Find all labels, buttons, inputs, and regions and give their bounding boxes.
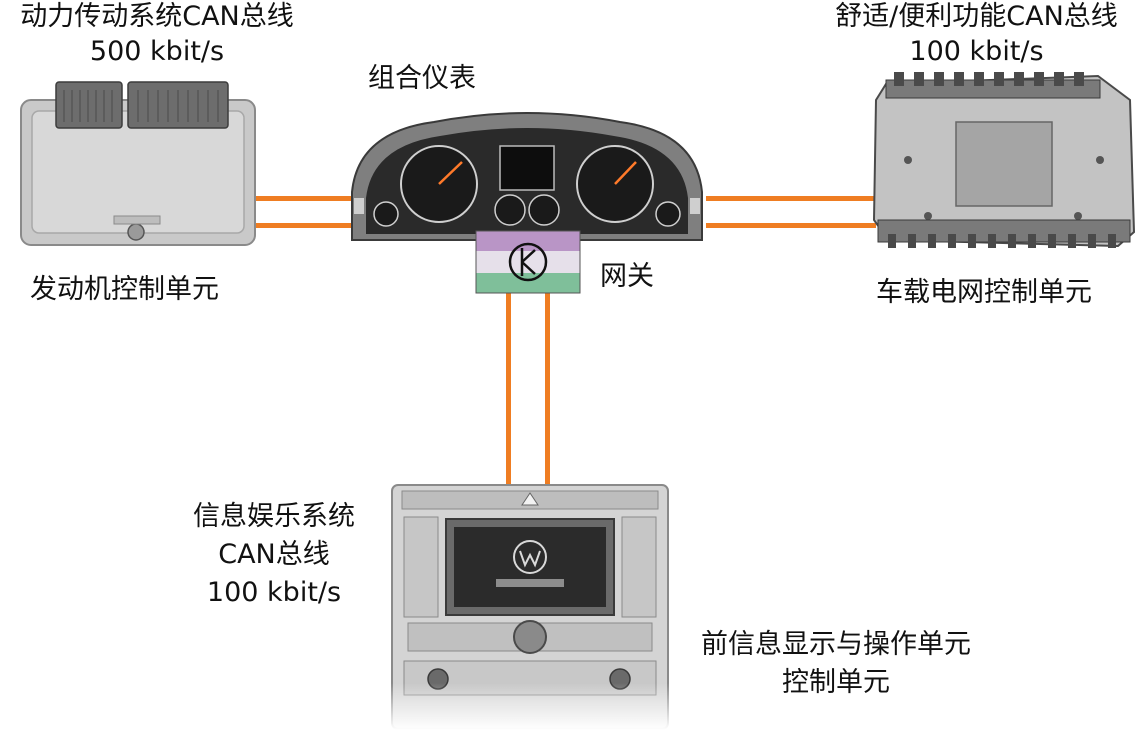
powertrain-bus-speed: 500 kbit/s (89, 36, 225, 67)
comfort-bus-speed: 100 kbit/s (909, 36, 1044, 67)
powertrain-bus-wire-top (252, 196, 360, 201)
infotainment-bus-name-line1: 信息娱乐系统 (193, 501, 355, 532)
front-display-unit-label-line1: 前信息显示与操作单元 (701, 629, 971, 660)
powertrain-bus-name: 动力传动系统CAN总线 (20, 1, 294, 32)
infotainment-bus-wire-left (506, 292, 511, 488)
gateway-icon (475, 230, 581, 294)
front-display-unit-label-line2: 控制单元 (782, 667, 890, 698)
comfort-bus-wire-bottom (706, 223, 876, 228)
engine-ecu-label: 发动机控制单元 (30, 274, 219, 305)
onboard-supply-ecu-label: 车载电网控制单元 (876, 277, 1092, 308)
comfort-bus-wire-top (706, 196, 876, 201)
engine-ecu-image (20, 81, 256, 246)
powertrain-bus-wire-bottom (252, 223, 360, 228)
infotainment-bus-wire-right (545, 292, 550, 488)
front-display-unit-image (388, 484, 672, 730)
infotainment-bus-name-line2: CAN总线 (218, 539, 330, 570)
comfort-bus-name: 舒适/便利功能CAN总线 (835, 1, 1118, 32)
onboard-supply-ecu-image (872, 72, 1136, 248)
instrument-cluster-image (351, 112, 703, 241)
instrument-cluster-label: 组合仪表 (368, 63, 476, 94)
gateway-label: 网关 (600, 261, 654, 292)
infotainment-bus-speed: 100 kbit/s (206, 577, 342, 608)
